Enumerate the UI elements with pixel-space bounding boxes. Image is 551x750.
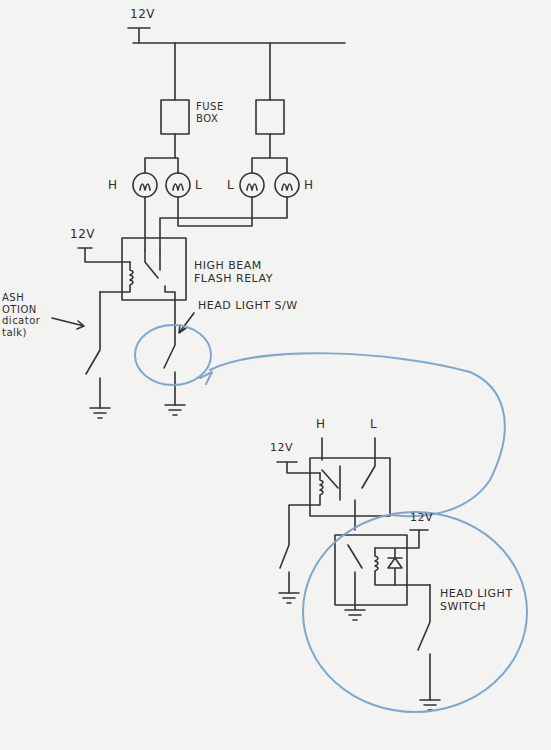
voltage-label: 12V: [410, 512, 433, 525]
switch-label: HEAD LIGHT SWITCH: [440, 588, 520, 613]
bulb-label: L: [227, 179, 234, 193]
relay-label: HIGH BEAM FLASH RELAY: [194, 260, 299, 285]
fuse-label: FUSE BOX: [196, 101, 244, 124]
bulb-label: L: [195, 179, 202, 193]
voltage-label: 12V: [70, 228, 95, 242]
bulb-label: H: [304, 179, 314, 193]
terminal-label: H: [316, 418, 326, 432]
bulb-symbol: [133, 173, 299, 197]
voltage-label: 12V: [270, 442, 293, 455]
voltage-label: 12V: [130, 8, 155, 22]
highlight-circle: [135, 325, 527, 712]
switch-label: ASH OTION dicator talk): [2, 292, 52, 338]
bulb-label: H: [108, 179, 118, 193]
switch-label: HEAD LIGHT S/W: [198, 300, 298, 313]
terminal-label: L: [370, 418, 377, 432]
